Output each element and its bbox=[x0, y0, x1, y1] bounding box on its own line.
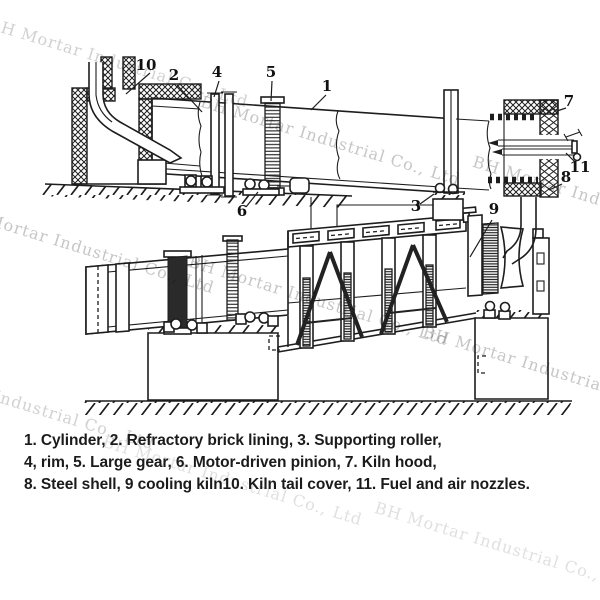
rail-slots bbox=[292, 217, 461, 244]
cooling-kiln-rollers-left bbox=[163, 311, 279, 334]
callout-2: 2 bbox=[169, 66, 179, 84]
callout-5: 5 bbox=[266, 63, 276, 81]
callout-3: 3 bbox=[411, 197, 421, 215]
caption-line-1: 1. Cylinder, 2. Refractory brick lining,… bbox=[24, 432, 442, 449]
ground-lower bbox=[79, 400, 572, 415]
cooling-kiln-lifter-bars bbox=[299, 234, 437, 349]
callout-numbers: 1 2 3 4 5 6 7 8 9 10 11 bbox=[136, 56, 591, 220]
caption-line-3: 8. Steel shell, 9 cooling kiln10. Kiln t… bbox=[24, 476, 530, 493]
foundation-left bbox=[147, 325, 280, 401]
caption: 1. Cylinder, 2. Refractory brick lining,… bbox=[24, 430, 596, 496]
cooling-kiln-rollers-right bbox=[483, 300, 511, 320]
callout-8: 8 bbox=[561, 168, 571, 186]
foundation-right bbox=[474, 310, 549, 400]
supporting-roller-front bbox=[179, 174, 225, 194]
callout-1: 1 bbox=[322, 77, 332, 95]
caption-line-2: 4, rim, 5. Large gear, 6. Motor-driven p… bbox=[24, 454, 437, 471]
callout-leaders bbox=[125, 72, 577, 258]
fuel-air-nozzles bbox=[488, 128, 583, 162]
cooling-kiln-trusses bbox=[295, 244, 449, 346]
callout-4: 4 bbox=[212, 63, 222, 81]
callout-9: 9 bbox=[489, 200, 499, 218]
kiln-tail-cover bbox=[71, 56, 202, 185]
hood-discharge-duct bbox=[502, 197, 537, 265]
callout-7: 7 bbox=[564, 92, 574, 110]
callout-6: 6 bbox=[237, 202, 247, 220]
callout-10: 10 bbox=[136, 56, 157, 74]
callout-11: 11 bbox=[570, 158, 591, 176]
motor-driven-pinion bbox=[242, 177, 310, 196]
cooling-kiln bbox=[85, 197, 550, 353]
supporting-roller-rear bbox=[432, 89, 465, 221]
